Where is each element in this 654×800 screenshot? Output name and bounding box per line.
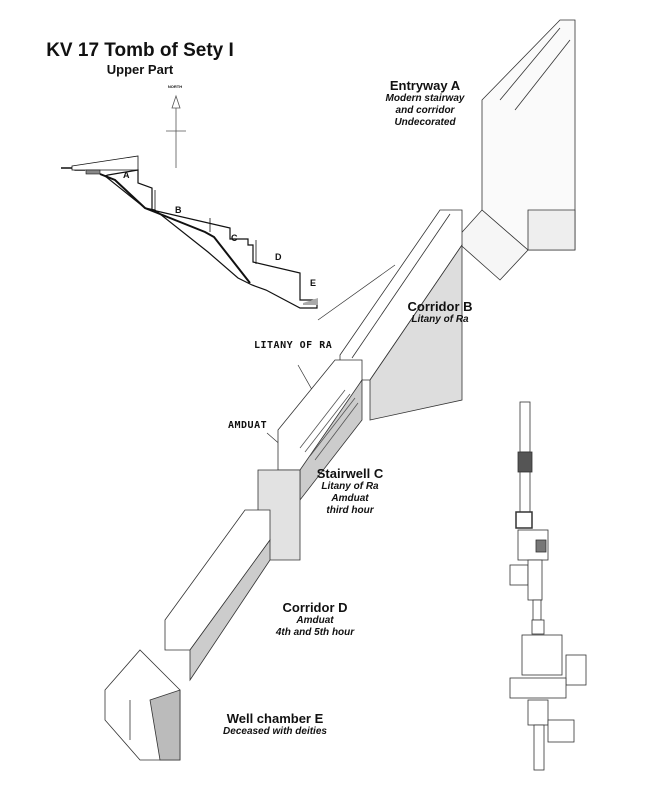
isometric-tomb — [104, 19, 576, 761]
section-letter-e: E — [310, 278, 317, 288]
area-name: Well chamber E — [226, 711, 324, 726]
area-desc: Amduat — [296, 615, 334, 626]
section-letter-b: B — [175, 205, 182, 215]
area-desc: Deceased with deities — [223, 726, 327, 737]
area-desc: 4th and 5th hour — [275, 627, 355, 638]
area-desc: Undecorated — [394, 117, 456, 128]
area-name: Entryway A — [389, 78, 461, 93]
caption-litany-of-ra: LITANY OF RA — [254, 340, 333, 351]
tomb-plan — [509, 401, 587, 771]
area-desc: and corridor — [395, 105, 455, 116]
diagram-title: KV 17 Tomb of Sety I — [46, 40, 234, 61]
area-desc: third hour — [326, 505, 374, 516]
caption-amduat: AMDUAT — [228, 420, 268, 431]
area-desc: Litany of Ra — [321, 481, 379, 492]
area-desc: Amduat — [331, 493, 369, 504]
area-desc: Modern stairway — [385, 93, 465, 104]
north-label: NORTH — [167, 84, 183, 89]
section-letter-c: C — [231, 233, 238, 243]
label-corridor-b: Corridor B Litany of Ra — [385, 299, 495, 326]
section-letter-a: A — [123, 170, 130, 180]
north-arrow-icon — [166, 94, 186, 168]
area-desc: Litany of Ra — [411, 314, 469, 325]
label-corridor-d: Corridor D Amduat 4th and 5th hour — [260, 600, 370, 639]
diagram-subtitle: Upper Part — [106, 62, 174, 77]
area-name: Stairwell C — [316, 466, 384, 481]
section-profile — [61, 155, 318, 309]
area-name: Corridor D — [282, 600, 348, 615]
label-stairwell-c: Stairwell C Litany of Ra Amduat third ho… — [295, 466, 405, 517]
area-name: Corridor B — [407, 299, 473, 314]
label-entryway-a: Entryway A Modern stairway and corridor … — [370, 78, 480, 129]
label-well-chamber-e: Well chamber E Deceased with deities — [210, 711, 340, 738]
section-letter-d: D — [275, 252, 282, 262]
